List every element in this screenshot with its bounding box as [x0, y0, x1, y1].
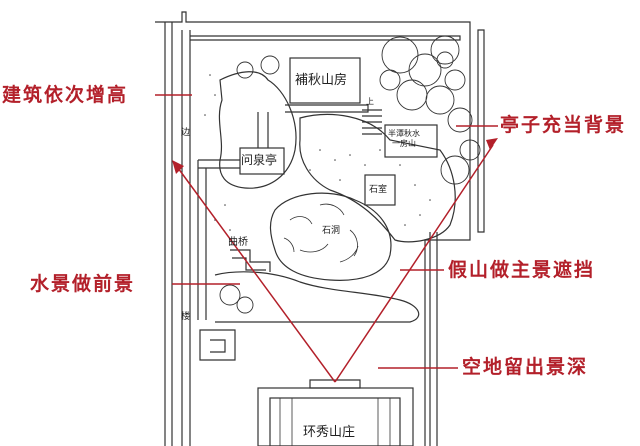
pavilion-bridge	[257, 112, 269, 148]
huan-xiu-columns	[279, 398, 391, 446]
label-lou: 楼	[181, 312, 191, 322]
label-qu-qiao: 曲桥	[228, 237, 248, 248]
label-huan-xiu: 环秀山庄	[303, 425, 356, 440]
west-rooms	[199, 329, 236, 361]
pavilion	[239, 147, 285, 175]
ban-tan-building	[384, 124, 438, 158]
zigzag-bridge	[230, 249, 271, 272]
bu-qiu-terrace	[285, 104, 369, 113]
shi-shi-building	[364, 174, 396, 206]
east-wall	[477, 29, 485, 233]
label-shi-shi: 石室	[369, 185, 388, 195]
annotation-water-foreground: 水景做前景	[30, 273, 136, 295]
label-shang: 上	[366, 97, 374, 106]
sight-line-left	[177, 167, 336, 383]
site-boundary	[155, 11, 471, 446]
rock-island	[269, 192, 392, 281]
stipple	[204, 74, 431, 231]
annotation-open-depth: 空地留出景深	[462, 356, 589, 378]
stairs	[362, 109, 382, 135]
rock-texture	[283, 203, 359, 263]
west-wall	[164, 22, 191, 446]
front-step	[309, 379, 361, 389]
annotation-build-height: 建筑依次增高	[2, 84, 129, 106]
annotation-rockery-main: 假山做主景遮挡	[448, 259, 596, 281]
label-bian: 边	[181, 128, 191, 138]
lower-east-wall	[429, 232, 438, 446]
label-bu-qiu: 補秋山房	[295, 73, 348, 88]
west-corridor	[197, 159, 240, 320]
north-wall	[190, 35, 461, 41]
label-shi-dong: 石洞	[322, 226, 341, 236]
label-ban-tan: 半潭秋水 一房山	[388, 129, 420, 149]
bu-qiu-building	[289, 57, 361, 104]
arrowhead-left	[172, 160, 184, 174]
label-shan-quan: 问泉亭	[241, 153, 278, 167]
pond	[218, 71, 297, 189]
huan-xiu-inner	[269, 397, 401, 446]
trees	[219, 35, 481, 314]
sight-lines	[155, 94, 498, 383]
arrowheads	[172, 138, 498, 174]
annotation-pavilion-background: 亭子充当背景	[500, 114, 627, 136]
arrowhead-right	[486, 138, 498, 150]
sight-line-right	[334, 144, 494, 383]
